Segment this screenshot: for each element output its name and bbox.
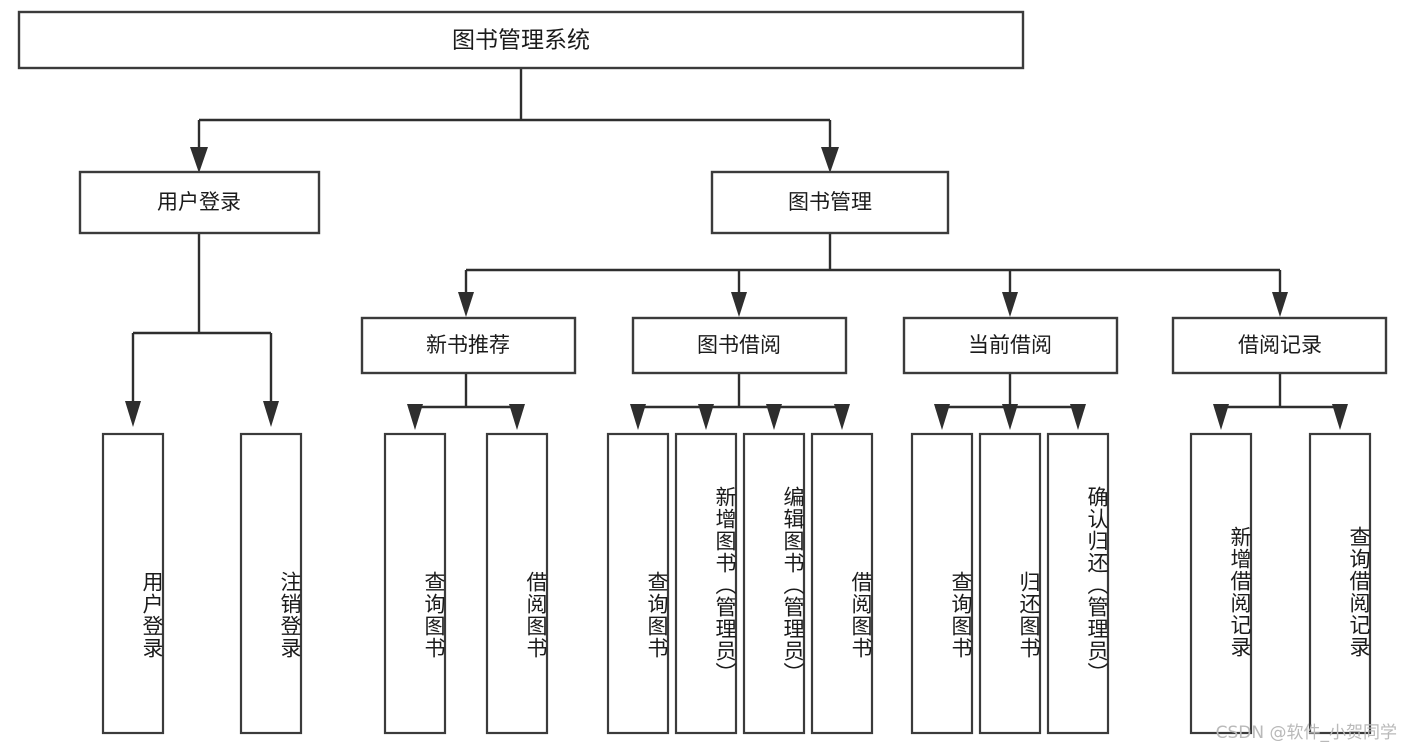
leaf-box-borrow-book-1[interactable] — [485, 432, 549, 735]
leaf-box-query-book-1[interactable] — [383, 432, 447, 735]
arrow-to-borrow-record — [1272, 292, 1288, 317]
arrow-to-leaf-query-book-1 — [407, 404, 423, 430]
edge-group-new-book-rec-to-leaves — [407, 373, 525, 430]
node-current-borrow[interactable]: 当前借阅 — [902, 316, 1119, 375]
node-borrow-record[interactable]: 借阅记录 — [1171, 316, 1388, 375]
leaf-box-borrow-book-2[interactable] — [810, 432, 874, 735]
node-new-book-rec-box[interactable] — [360, 316, 577, 375]
leaf-box-return-book[interactable] — [978, 432, 1042, 735]
arrow-to-leaf-borrow-book-2 — [834, 404, 850, 430]
node-user-login-label: 用户登录 — [157, 190, 241, 214]
arrow-to-leaf-query-book-2 — [630, 404, 646, 430]
arrow-to-leaf-add-record — [1213, 404, 1229, 430]
node-root[interactable]: 图书管理系统 — [17, 10, 1025, 70]
arrow-to-leaf-query-record — [1332, 404, 1348, 430]
node-current-borrow-box[interactable] — [902, 316, 1119, 375]
arrow-to-leaf-return-book — [1002, 404, 1018, 430]
edge-group-book-manage-to-level3 — [458, 233, 1288, 317]
node-book-manage[interactable]: 图书管理 — [710, 170, 950, 235]
edge-group-book-borrow-to-leaves — [630, 373, 850, 430]
node-new-book-rec-label: 新书推荐 — [426, 333, 510, 357]
leaf-box-confirm-return[interactable] — [1046, 432, 1110, 735]
arrow-root-to-user-login — [190, 147, 208, 173]
node-user-login[interactable]: 用户登录 — [78, 170, 321, 235]
leaf-box-user-login[interactable] — [101, 432, 165, 735]
node-book-manage-label: 图书管理 — [788, 190, 872, 214]
watermark-text: CSDN @软件_小贺同学 — [1215, 723, 1397, 743]
node-book-manage-box[interactable] — [710, 170, 950, 235]
node-user-login-box[interactable] — [78, 170, 321, 235]
leaf-box-edit-book[interactable] — [742, 432, 806, 735]
node-borrow-record-box[interactable] — [1171, 316, 1388, 375]
arrow-to-leaf-user-login — [125, 401, 141, 427]
node-book-borrow-label: 图书借阅 — [697, 333, 781, 357]
leaf-box-logout[interactable] — [239, 432, 303, 735]
node-current-borrow-label: 当前借阅 — [968, 333, 1052, 357]
arrow-to-leaf-logout — [263, 401, 279, 427]
arrow-root-to-book-manage — [821, 147, 839, 173]
node-new-book-rec[interactable]: 新书推荐 — [360, 316, 577, 375]
leaf-box-query-book-2[interactable] — [606, 432, 670, 735]
arrow-to-current-borrow — [1002, 292, 1018, 317]
arrow-to-leaf-query-book-3 — [934, 404, 950, 430]
arrow-to-leaf-confirm-return — [1070, 404, 1086, 430]
node-borrow-record-label: 借阅记录 — [1238, 333, 1322, 357]
leaf-boxes — [101, 432, 1372, 735]
leaf-box-add-book[interactable] — [674, 432, 738, 735]
leaf-box-query-record[interactable] — [1308, 432, 1372, 735]
node-book-borrow-box[interactable] — [631, 316, 848, 375]
edge-group-root-to-level2 — [190, 68, 839, 173]
node-root-box[interactable] — [17, 10, 1025, 70]
arrow-to-leaf-borrow-book-1 — [509, 404, 525, 430]
leaf-box-add-record[interactable] — [1189, 432, 1253, 735]
arrow-to-leaf-edit-book — [766, 404, 782, 430]
arrow-to-new-book-rec — [458, 292, 474, 317]
arrow-to-book-borrow — [731, 292, 747, 317]
leaf-box-query-book-3[interactable] — [910, 432, 974, 735]
edge-group-user-login-to-leaves — [125, 233, 279, 427]
arrow-to-leaf-add-book — [698, 404, 714, 430]
node-root-label: 图书管理系统 — [452, 28, 590, 54]
node-book-borrow[interactable]: 图书借阅 — [631, 316, 848, 375]
edge-group-borrow-record-to-leaves — [1213, 373, 1348, 430]
edge-group-current-borrow-to-leaves — [934, 373, 1086, 430]
